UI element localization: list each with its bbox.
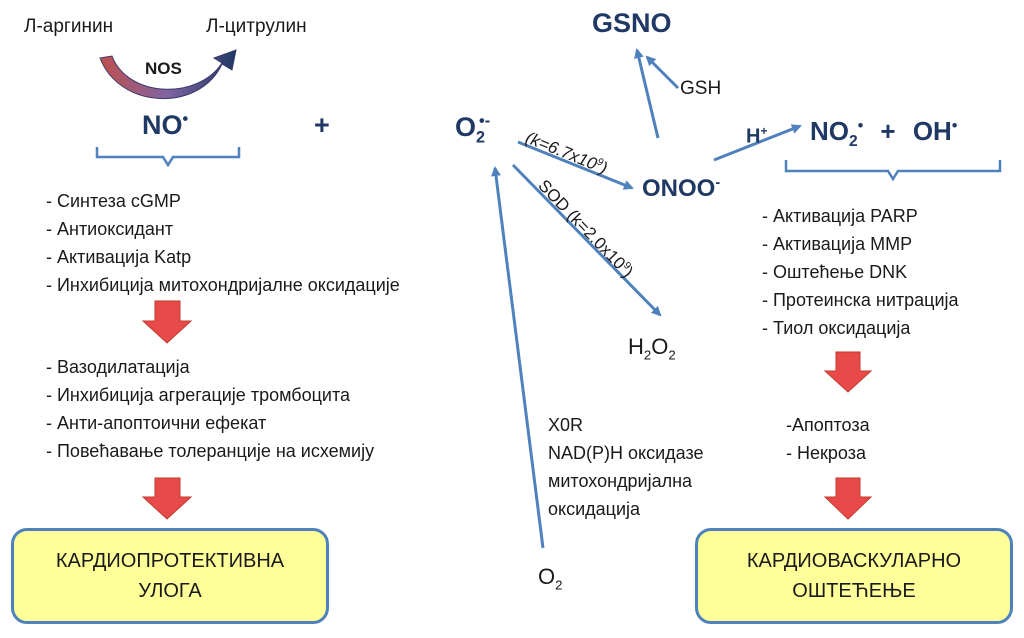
h-plus-label: H+ [746, 124, 767, 149]
oxygen-label: O2 [538, 564, 562, 592]
down-arrow-right-1 [823, 351, 873, 393]
superoxide-sup: •- [479, 112, 491, 130]
superoxide-text: O [455, 112, 477, 142]
l-arginine-label: Л-аргинин [24, 16, 114, 37]
list-item: - Инхибиција митохондријалне оксидације [46, 275, 400, 295]
cardioprotective-outcomes-list: - Вазодилатација - Инхибиција агрегације… [46, 353, 374, 465]
oh-dot: • [951, 117, 958, 135]
peroxynitrite: ONOO- [642, 175, 720, 203]
superoxide-radical: O2•- [455, 112, 496, 147]
list-item: - Активација MMP [762, 234, 913, 254]
list-item: - Некроза [786, 443, 866, 463]
arrow-gsh-to-gsno [645, 55, 680, 90]
no2-dot: • [857, 117, 864, 135]
down-arrow-left-2 [141, 477, 193, 520]
down-arrow-right-2 [823, 477, 873, 520]
no-radical: NO• [142, 110, 188, 141]
arrow-sod-to-h2o2 [511, 163, 662, 317]
list-item: - Протеинска нитрација [762, 290, 959, 310]
list-item: - Активација PARP [762, 206, 918, 226]
no2-sub: 2 [849, 133, 858, 151]
hplus-text: H [746, 125, 761, 148]
box-line: ОШТЕЋЕЊЕ [792, 580, 916, 602]
list-item: - Синтеза cGMP [46, 191, 181, 211]
list-item: - Анти-апоптоични ефекат [46, 413, 267, 433]
nos-curved-arrow [99, 49, 237, 99]
list-item: - Оштећење DNK [762, 262, 908, 282]
list-item: - Тиол оксидација [762, 318, 911, 338]
arrow-superoxide-to-onoo [517, 140, 634, 190]
gsno-label: GSNO [592, 8, 672, 38]
no-dot: • [182, 110, 189, 128]
list-item: - Антиоксидант [46, 219, 174, 239]
list-item: - Вазодилатација [46, 357, 190, 377]
no-text: NO [142, 110, 183, 140]
h2o2-sub2: 2 [668, 347, 676, 363]
list-item: - Повећавање толеранције на исхемију [46, 441, 375, 461]
list-item: -Апоптоза [786, 415, 870, 435]
down-arrow-left-1 [141, 300, 193, 344]
gsh-label: GSH [680, 78, 722, 99]
list-item: X0R [548, 415, 584, 435]
no2-oh-brace [784, 160, 1002, 182]
list-item: - Активација Katp [46, 247, 192, 267]
no2-text: NO [810, 116, 849, 146]
no2-oh-plus: + [880, 116, 896, 146]
peroxynitrite-effects-list: - Активација PARP - Активација MMP - Ошт… [762, 202, 959, 342]
h2o2-o: O [651, 334, 669, 359]
o2-sub: 2 [555, 577, 563, 593]
oh-text: OH [912, 116, 952, 146]
no-effects-list: - Синтеза cGMP - Антиоксидант - Активаци… [46, 187, 400, 299]
hydrogen-peroxide: H2O2 [628, 334, 676, 362]
nos-label: NOS [145, 59, 182, 78]
cardiovascular-damage-box: КАРДИОВАСКУЛАРНО ОШТЕЋЕЊЕ [695, 528, 1013, 624]
no-brace [95, 147, 241, 168]
hplus-sup: + [760, 124, 768, 138]
box-line: УЛОГА [138, 580, 202, 602]
h2o2-sub1: 2 [643, 347, 652, 363]
list-item: митохондријална [548, 471, 693, 491]
box-line: КАРДИОПРОТЕКТИВНА [55, 550, 285, 572]
no2-oh-products: NO2• + OH• [810, 116, 957, 151]
onoo-sup: - [715, 175, 721, 191]
arrow-onoo-to-no2 [713, 124, 802, 162]
l-citrulline-label: Л-цитрулин [206, 16, 307, 37]
plus-sign: + [314, 110, 330, 140]
superoxide-sources-list: X0R NAD(P)H оксидазе митохондријална окс… [548, 411, 704, 523]
h2o2-h: H [628, 334, 644, 359]
onoo-text: ONOO [642, 175, 716, 202]
list-item: оксидација [548, 499, 641, 519]
list-item: - Инхибиција агрегације тромбоцита [46, 385, 350, 405]
box-line: КАРДИОВАСКУЛАРНО [746, 550, 962, 572]
o2-text: O [538, 564, 556, 589]
arrow-onoo-to-gsno [633, 48, 660, 139]
cardioprotective-box: КАРДИОПРОТЕКТИВНА УЛОГА [11, 528, 329, 624]
damage-outcomes-list: -Апоптоза - Некроза [786, 411, 870, 467]
superoxide-sub: 2 [476, 128, 486, 147]
list-item: NAD(P)H оксидазе [548, 443, 704, 463]
arrow-o2-to-superoxide [491, 166, 545, 549]
